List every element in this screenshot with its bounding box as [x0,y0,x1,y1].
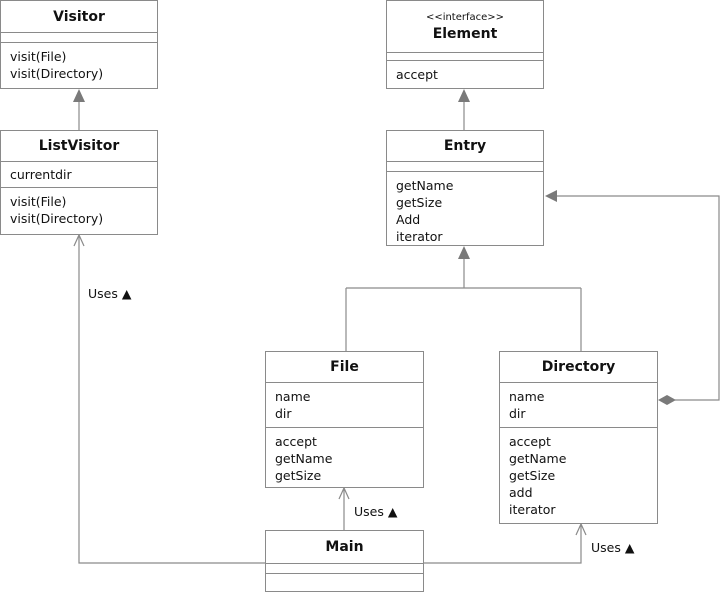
class-name: ListVisitor [1,131,157,162]
attribute: dir [509,406,526,421]
operation: getSize [396,195,443,210]
operation: getName [275,451,333,466]
uses-label-text: Uses [354,504,384,519]
operation: accept [396,67,438,82]
class-entry[interactable]: Entry getName getSize Add iterator [386,130,544,246]
operation: visit(File) [10,49,67,64]
operation: getName [509,451,567,466]
attributes-section: currentdir [1,162,157,188]
uses-label-listvisitor: Uses ▲ [88,286,131,301]
operation: iterator [396,229,443,244]
class-listvisitor[interactable]: ListVisitor currentdir visit(File) visit… [0,130,158,235]
attributes-section: name dir [266,383,423,428]
class-directory[interactable]: Directory name dir accept getName getSiz… [499,351,658,524]
generalization-arrowhead [458,89,470,102]
operations-section: accept getName getSize [266,428,423,489]
attribute: name [509,389,545,404]
attribute: currentdir [10,167,72,182]
operation: getName [396,178,454,193]
operation: iterator [509,502,556,517]
generalization-arrowhead [458,246,470,259]
operation: visit(Directory) [10,66,104,81]
generalization-file-directory-entry [345,246,582,351]
uses-label-file: Uses ▲ [354,504,397,519]
operations-section: visit(File) visit(Directory) [1,43,157,87]
generalization-arrowhead [73,89,85,102]
class-name: Element [432,25,498,42]
class-name: Entry [387,131,543,162]
operation: accept [509,434,551,449]
operation: visit(File) [10,194,67,209]
class-name-area: <<interface>> Element [387,1,543,53]
operation: visit(Directory) [10,211,104,226]
uses-label-text: Uses [591,540,621,555]
attribute: name [275,389,311,404]
triangle-up-icon: ▲ [624,540,635,555]
stereotype: <<interface>> [425,11,505,23]
attributes-section [1,33,157,43]
class-name: Visitor [1,1,157,33]
attributes-section [387,162,543,172]
operations-section: getName getSize Add iterator [387,172,543,250]
operation: add [509,485,533,500]
attributes-section: name dir [500,383,657,428]
uses-label-directory: Uses ▲ [591,540,634,555]
triangle-up-icon: ▲ [121,286,132,301]
uses-label-text: Uses [88,286,118,301]
class-name: Main [266,531,423,564]
operation: accept [275,434,317,449]
operations-section: accept getName getSize add iterator [500,428,657,523]
attributes-section [387,53,543,61]
operation: getSize [509,468,556,483]
class-name: File [266,352,423,383]
dependency-main-listvisitor [73,233,265,564]
dependency-main-directory [424,522,587,564]
class-element[interactable]: <<interface>> Element accept [386,0,544,89]
attribute: dir [275,406,292,421]
class-main[interactable]: Main [265,530,424,592]
operation: Add [396,212,421,227]
attributes-section [266,564,423,574]
open-arrowhead [73,233,85,247]
association-arrowhead [545,190,557,202]
class-file[interactable]: File name dir accept getName getSize [265,351,424,488]
dependency-main-file [338,486,350,530]
class-name: Directory [500,352,657,383]
open-arrowhead [575,522,587,536]
generalization-entry-element [458,89,470,130]
generalization-listvisitor-visitor [73,89,85,130]
operations-section: accept [387,61,543,88]
open-arrowhead [338,486,350,500]
aggregation-directory-entry [545,190,720,405]
triangle-up-icon: ▲ [387,504,398,519]
aggregation-diamond [658,395,676,405]
operation: getSize [275,468,322,483]
operations-section: visit(File) visit(Directory) [1,188,157,232]
class-visitor[interactable]: Visitor visit(File) visit(Directory) [0,0,158,89]
